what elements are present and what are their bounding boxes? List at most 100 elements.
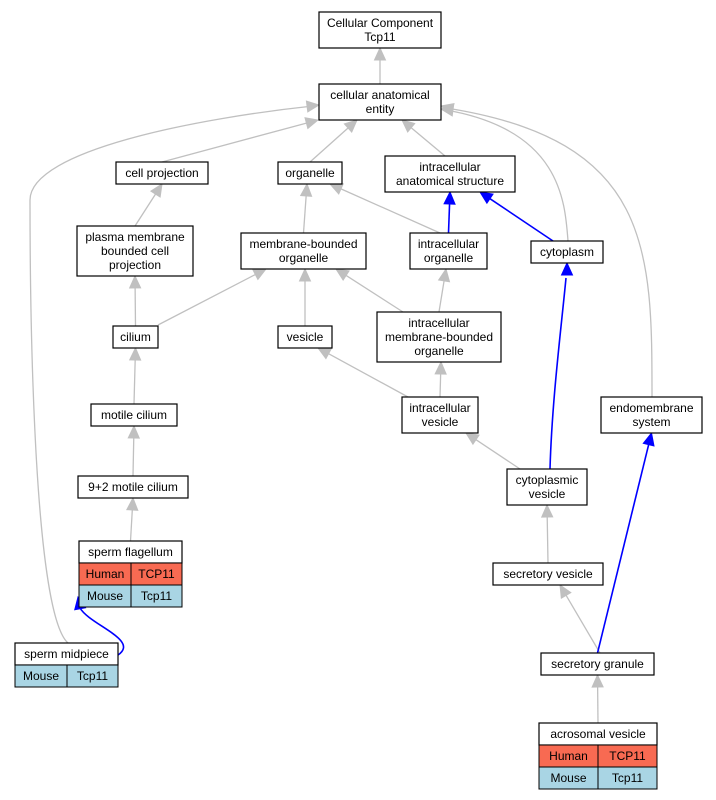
edge-line xyxy=(157,273,256,326)
node-organelle[interactable]: organelle xyxy=(277,161,343,185)
node-label-line: organelle xyxy=(414,344,464,358)
edge-vesicle-to-mbo xyxy=(298,267,312,326)
node-box xyxy=(76,225,194,277)
edge-av-to-sg xyxy=(591,673,604,724)
node-label-line: 9+2 motile cilium xyxy=(88,480,178,494)
annotation-gene-text: TCP11 xyxy=(609,749,646,763)
node-label-line: motile cilium xyxy=(101,408,167,422)
node-box xyxy=(277,325,333,349)
node-label-line: bounded cell xyxy=(101,244,169,258)
edge-nine-to-motile xyxy=(127,424,141,477)
edge-arrowhead xyxy=(316,347,332,360)
edge-cilium-to-pmbcp xyxy=(128,274,142,327)
edge-arrowhead xyxy=(373,46,387,61)
edge-pmbcp-to-cellproj xyxy=(134,182,163,227)
annotation-species-text: Mouse xyxy=(23,669,59,683)
annotation-cell-gene xyxy=(130,584,183,608)
node-label-line: acrosomal vesicle xyxy=(550,727,646,741)
edge-sf-to-nine xyxy=(126,496,139,542)
edge-line xyxy=(328,353,409,398)
node-label-line: entity xyxy=(366,102,395,116)
edge-line xyxy=(133,359,136,405)
node-label-line: organelle xyxy=(424,251,474,265)
edge-imbo-to-mbo xyxy=(334,268,404,313)
node-box xyxy=(77,475,189,499)
edges-layer xyxy=(29,46,655,724)
node-box xyxy=(540,652,655,676)
edge-organelle-to-cae xyxy=(309,119,358,163)
annotation-species-text: Human xyxy=(549,749,588,763)
edge-line xyxy=(447,203,451,234)
node-cytoplasm[interactable]: cytoplasm xyxy=(530,240,604,264)
node-label-line: vesicle xyxy=(422,415,459,429)
node-label-line: cytoplasm xyxy=(540,245,594,259)
edge-arrowhead xyxy=(642,431,655,447)
edge-iv-to-imbo xyxy=(434,360,447,398)
annotation-gene-text: Tcp11 xyxy=(77,669,108,683)
edge-line xyxy=(79,607,125,656)
edge-line xyxy=(439,373,442,398)
edge-line xyxy=(29,105,314,644)
node-sg[interactable]: secretory granule xyxy=(540,652,655,676)
edge-cytoplasm-to-ias xyxy=(479,191,554,242)
node-box xyxy=(600,396,703,434)
node-label-line: sperm midpiece xyxy=(24,647,109,661)
edge-imbo-to-io xyxy=(437,267,451,313)
node-label-line: cytoplasmic xyxy=(516,473,579,487)
edge-arrowhead xyxy=(299,182,313,197)
node-motile[interactable]: motile cilium xyxy=(90,403,178,427)
edge-sm-to-cae xyxy=(29,100,321,644)
edge-arrowhead xyxy=(343,119,358,134)
edge-sg-to-endo xyxy=(596,431,655,654)
node-label-line: cellular anatomical xyxy=(330,88,429,102)
edge-line xyxy=(132,437,135,477)
edge-line xyxy=(445,109,569,242)
node-label-line: projection xyxy=(109,258,161,272)
annotation-gene-text: Tcp11 xyxy=(141,589,172,603)
edge-line xyxy=(410,127,446,157)
node-vesicle[interactable]: vesicle xyxy=(277,325,333,349)
node-box xyxy=(112,325,159,349)
annotation-species-text: Human xyxy=(86,567,125,581)
edge-arrowhead xyxy=(439,102,455,116)
annotation-cell-gene xyxy=(597,766,658,790)
edge-line xyxy=(565,595,601,654)
edge-line xyxy=(475,439,521,470)
node-label-line: organelle xyxy=(285,166,335,180)
annotation-species-text: Mouse xyxy=(550,771,586,785)
node-cilium[interactable]: cilium xyxy=(112,325,159,349)
node-box xyxy=(277,161,343,185)
edge-arrowhead xyxy=(437,267,451,283)
edge-line xyxy=(161,122,307,163)
annotation-cell-gene xyxy=(66,664,119,688)
node-box xyxy=(115,161,209,185)
node-sv[interactable]: secretory vesicle xyxy=(492,562,604,586)
node-cellproj[interactable]: cell projection xyxy=(115,161,209,185)
edge-arrowhead xyxy=(126,496,139,511)
edge-line xyxy=(345,274,404,313)
edge-cae-to-root xyxy=(373,46,387,84)
edge-arrowhead xyxy=(128,346,142,361)
node-box xyxy=(240,232,367,270)
node-label-line: sperm flagellum xyxy=(88,545,173,559)
node-label-line: secretory granule xyxy=(551,657,644,671)
edge-arrowhead xyxy=(334,268,350,282)
node-box xyxy=(492,562,604,586)
edge-arrowhead xyxy=(298,267,312,282)
node-nine[interactable]: 9+2 motile cilium xyxy=(77,475,189,499)
edge-arrowhead xyxy=(401,119,416,133)
